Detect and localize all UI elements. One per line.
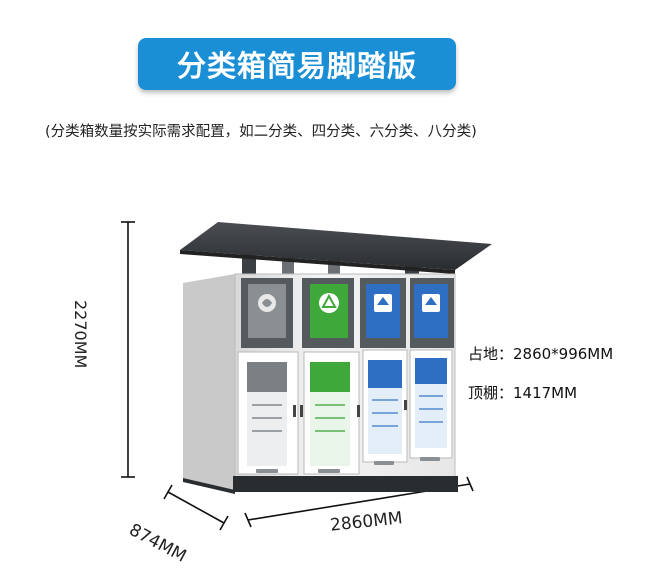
height-dimension-label: 2270MM bbox=[71, 300, 90, 369]
depth-dimension-line bbox=[163, 484, 229, 531]
canopy-spec: 顶棚：1417MM bbox=[468, 384, 578, 402]
height-dimension-line bbox=[121, 221, 135, 478]
foot-pedals bbox=[256, 457, 440, 473]
door-handles bbox=[293, 400, 407, 417]
page-title: 分类箱简易脚踏版 bbox=[176, 49, 417, 83]
footprint-spec: 占地：2860*996MM bbox=[468, 345, 614, 363]
other-waste-icon bbox=[374, 294, 392, 312]
upper-panels bbox=[241, 278, 454, 348]
recycle-icon bbox=[319, 293, 339, 313]
title-banner: 分类箱简易脚踏版 bbox=[138, 38, 456, 90]
other-waste-icon bbox=[422, 294, 440, 312]
subtitle: (分类箱数量按实际需求配置，如二分类、四分类、六分类、八分类) bbox=[45, 124, 477, 140]
bin-doors bbox=[237, 349, 453, 475]
door-poster-details bbox=[252, 395, 443, 432]
food-waste-icon bbox=[258, 294, 276, 312]
canopy-roof bbox=[180, 222, 492, 274]
